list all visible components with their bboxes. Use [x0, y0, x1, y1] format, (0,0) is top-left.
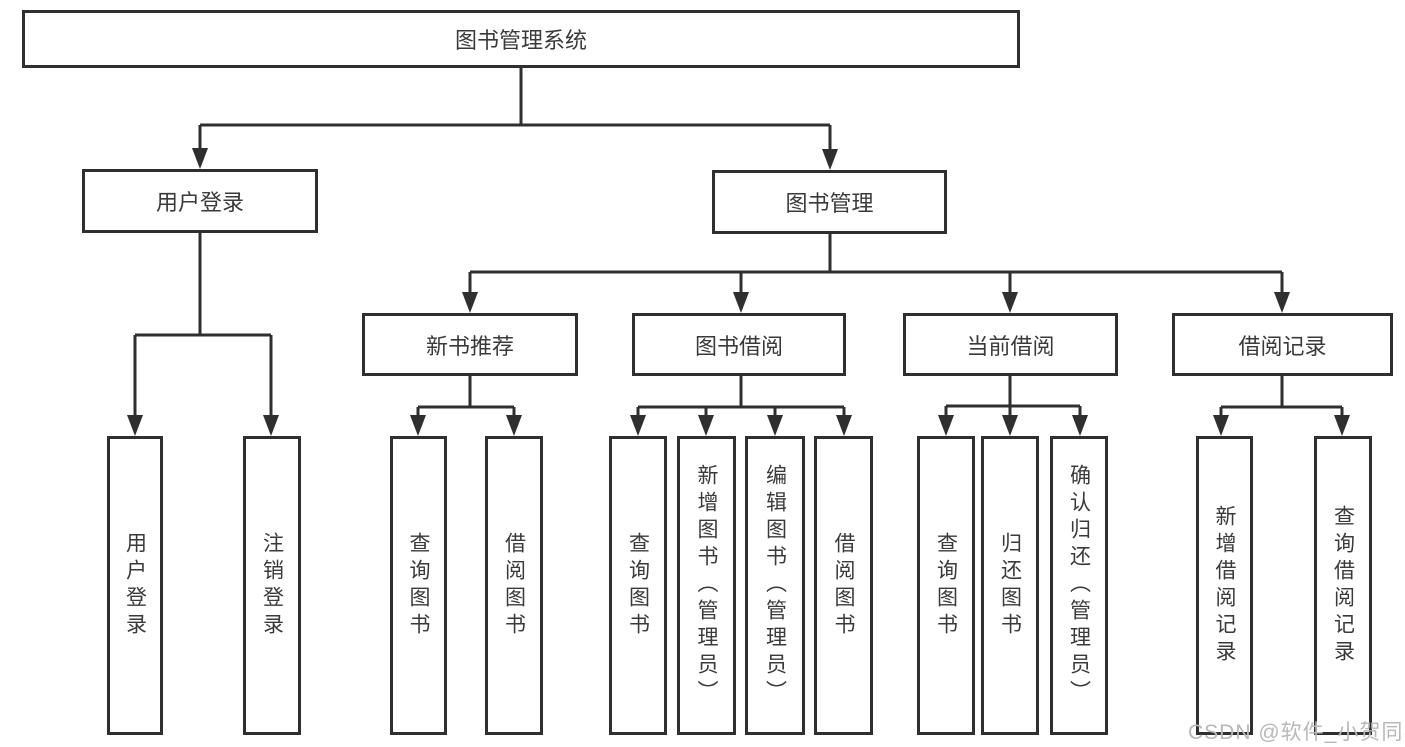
connector-new-book-recommend — [410, 376, 522, 436]
node-current-borrow: 当前借阅 — [903, 313, 1118, 376]
node-bb-add-books-admin: 新增图书（管理员） — [677, 436, 736, 735]
watermark: CSDN @软件_小贺同学 — [1188, 721, 1405, 744]
node-book-borrow-label: 图书借阅 — [694, 333, 783, 359]
node-new-book-recommend: 新书推荐 — [362, 313, 578, 376]
node-nbr-query-books-label: 查询图书 — [407, 531, 430, 640]
node-logout-action-label: 注销登录 — [260, 531, 284, 640]
connector-borrow-record — [1213, 376, 1350, 436]
connector-root — [192, 68, 838, 170]
node-cb-confirm-return-admin-label: 确认归还（管理员） — [1067, 464, 1091, 707]
connector-user-login — [127, 233, 279, 436]
node-bb-add-books-admin-label: 新增图书（管理员） — [695, 464, 718, 707]
node-bb-borrow-books: 借阅图书 — [814, 436, 873, 735]
node-book-management: 图书管理 — [712, 170, 947, 234]
connector-current-borrow — [938, 376, 1088, 436]
node-new-book-recommend-label: 新书推荐 — [425, 333, 514, 359]
node-br-add-record-label: 新增借阅记录 — [1213, 504, 1236, 667]
node-current-borrow-label: 当前借阅 — [966, 333, 1055, 359]
node-br-add-record: 新增借阅记录 — [1196, 436, 1253, 735]
node-book-management-label: 图书管理 — [785, 191, 874, 216]
node-root-system-label: 图书管理系统 — [454, 28, 587, 53]
node-br-query-record-label: 查询借阅记录 — [1331, 504, 1355, 667]
node-user-login-label: 用户登录 — [155, 190, 244, 215]
node-bb-query-books: 查询图书 — [609, 436, 667, 735]
node-user-login-action-label: 用户登录 — [123, 531, 147, 640]
connector-book-borrow — [630, 376, 852, 436]
node-br-query-record: 查询借阅记录 — [1314, 436, 1372, 735]
node-nbr-borrow-books: 借阅图书 — [485, 436, 543, 735]
node-nbr-query-books: 查询图书 — [390, 436, 447, 735]
node-logout-action: 注销登录 — [243, 436, 301, 735]
node-bb-borrow-books-label: 借阅图书 — [832, 531, 855, 640]
node-cb-query-books: 查询图书 — [917, 436, 975, 735]
node-cb-confirm-return-admin: 确认归还（管理员） — [1050, 436, 1108, 735]
node-book-borrow: 图书借阅 — [632, 313, 846, 376]
node-cb-return-books: 归还图书 — [981, 436, 1039, 735]
node-borrow-record-label: 借阅记录 — [1238, 333, 1327, 359]
node-borrow-record: 借阅记录 — [1172, 313, 1393, 376]
node-nbr-borrow-books-label: 借阅图书 — [502, 531, 526, 640]
node-cb-return-books-label: 归还图书 — [998, 531, 1022, 640]
node-user-login: 用户登录 — [82, 169, 318, 233]
node-root-system: 图书管理系统 — [22, 10, 1020, 68]
node-bb-query-books-label: 查询图书 — [626, 531, 650, 640]
node-cb-query-books-label: 查询图书 — [934, 531, 958, 640]
connector-book-management — [462, 234, 1290, 313]
node-bb-edit-books-admin-label: 编辑图书（管理员） — [763, 464, 787, 707]
node-user-login-action: 用户登录 — [107, 436, 163, 735]
node-bb-edit-books-admin: 编辑图书（管理员） — [745, 436, 805, 735]
